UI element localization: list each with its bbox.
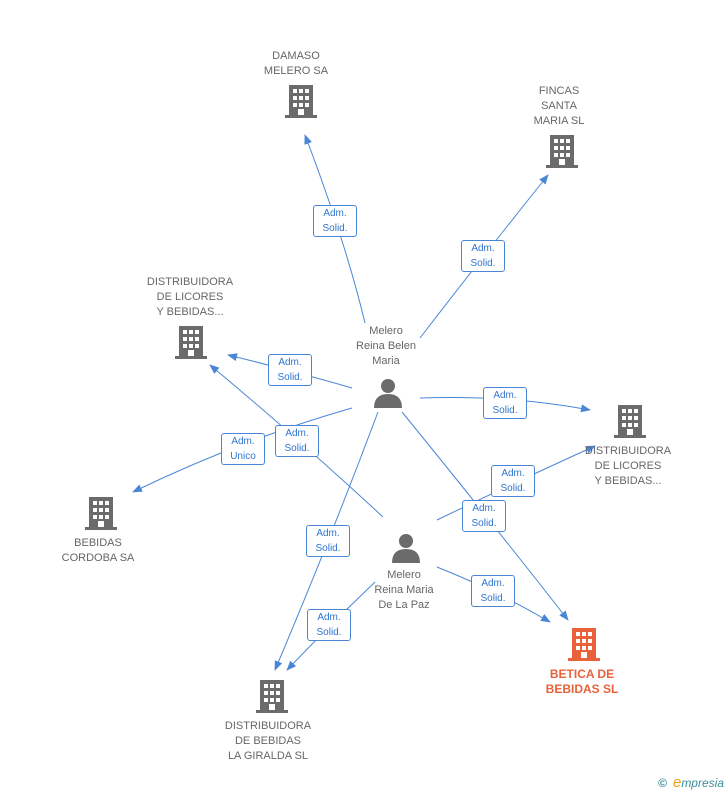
node-label-giralda[interactable]: DISTRIBUIDORA DE BEBIDAS LA GIRALDA SL [224,720,312,762]
node-label-damaso[interactable]: DAMASO MELERO SA [263,50,329,77]
brand-logo-initial: e [672,774,682,791]
building-icon [568,628,600,661]
edge-label: Adm. Solid. [275,425,319,457]
building-icon [85,497,117,530]
edge-label: Adm. Solid. [462,500,506,532]
person-icon [374,379,402,408]
building-icon [614,405,646,438]
edge-label: Adm. Solid. [306,525,350,557]
brand-name: mpresia [681,776,724,790]
edge-label: Adm. Solid. [268,354,312,386]
edge-label: Adm. Solid. [491,465,535,497]
edge-label: Adm. Solid. [483,387,527,419]
person-icon [392,534,420,563]
edge-label: Adm. Solid. [307,609,351,641]
building-icon [256,680,288,713]
node-label-melero-reina-paz[interactable]: Melero Reina Maria De La Paz [374,569,434,611]
node-label-betica[interactable]: BETICA DE BEBIDAS SL [545,667,619,696]
edge-label: Adm. Unico [221,433,265,465]
node-label-distribuidora-licores-2[interactable]: DISTRIBUIDORA DE LICORES Y BEBIDAS... [584,445,672,487]
node-label-bebidas-cordoba[interactable]: BEBIDAS CORDOBA SA [61,537,135,564]
building-icon [546,135,578,168]
building-icon [285,85,317,118]
brand-footer[interactable]: © empresia [658,774,724,791]
node-label-distribuidora-licores-1[interactable]: DISTRIBUIDORA DE LICORES Y BEBIDAS... [146,276,234,318]
copyright-icon: © [658,776,667,790]
edge-label: Adm. Solid. [313,205,357,237]
node-label-melero-reina-belen[interactable]: Melero Reina Belen Maria [356,325,416,367]
node-label-fincas[interactable]: FINCAS SANTA MARIA SL [533,85,585,127]
edge-label: Adm. Solid. [461,240,505,272]
building-icon [175,326,207,359]
edge-label: Adm. Solid. [471,575,515,607]
